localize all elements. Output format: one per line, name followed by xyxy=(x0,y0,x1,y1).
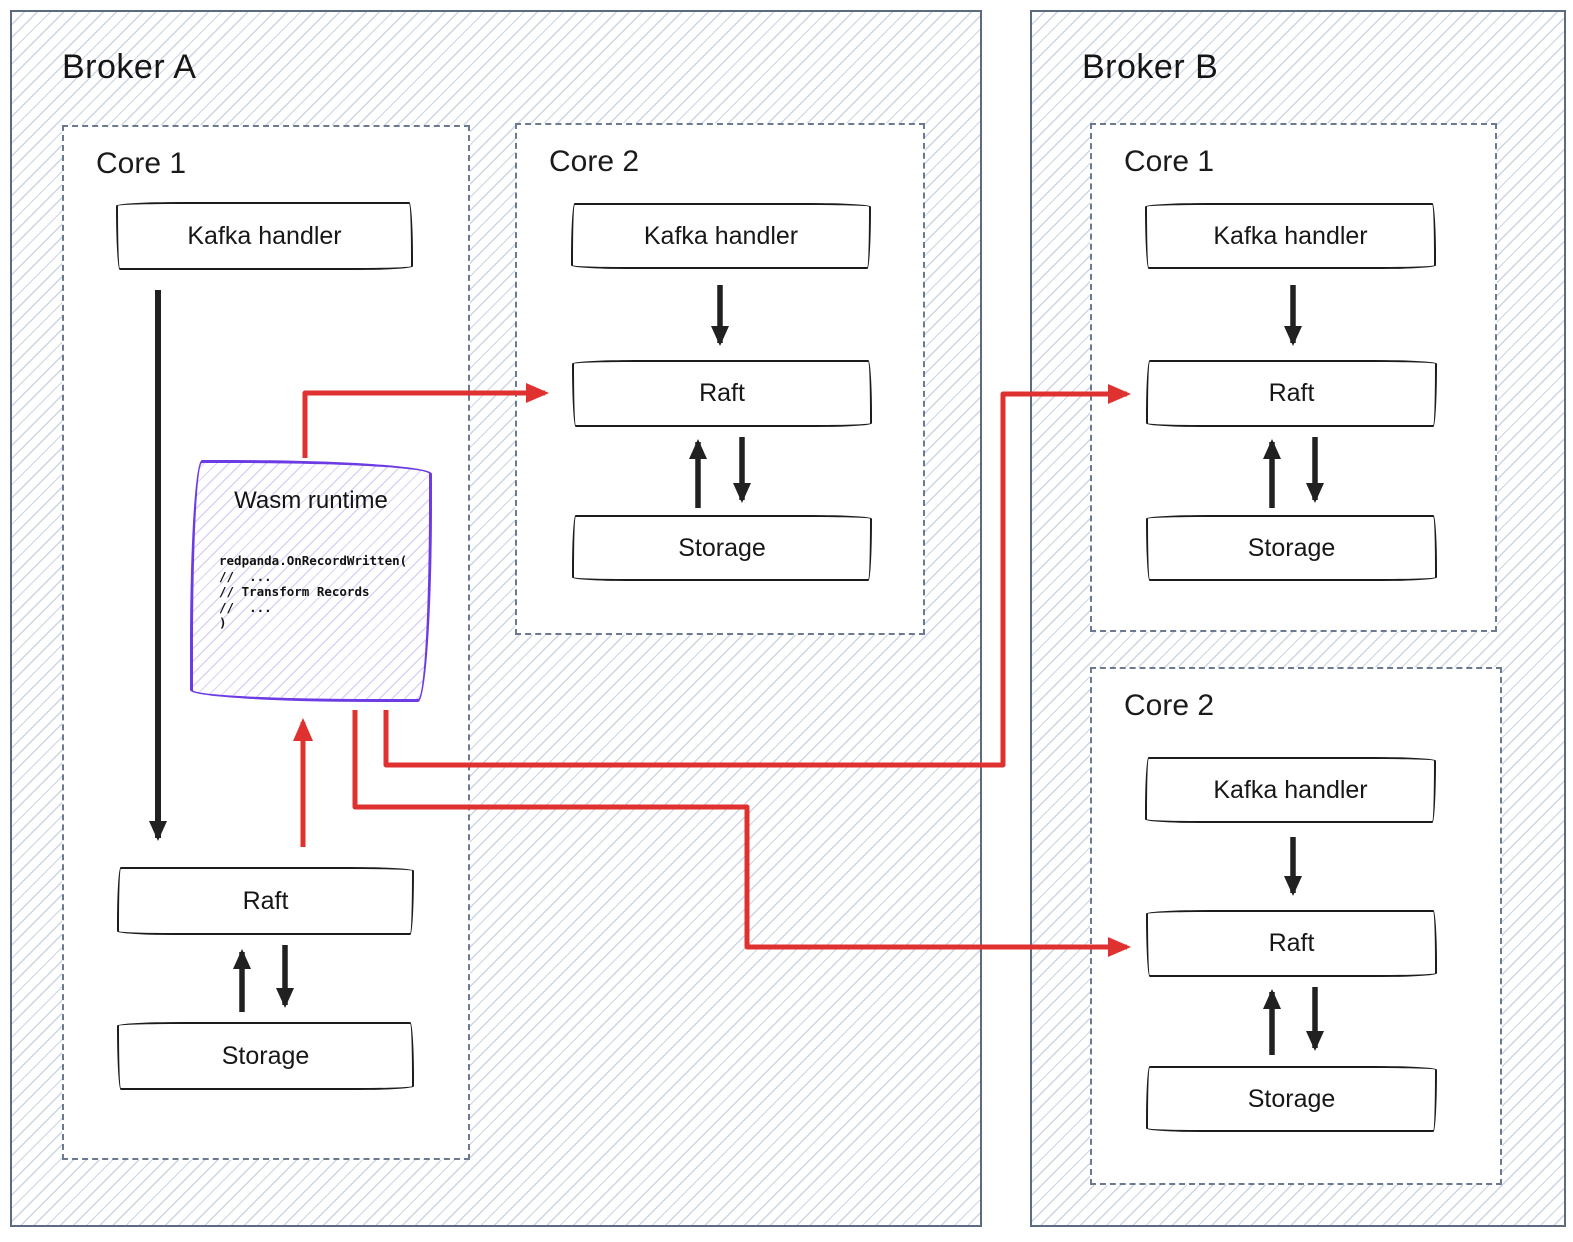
broker-b-core-2-title: Core 2 xyxy=(1124,689,1215,722)
broker-b-core-2-kafka-handler-box: Kafka handler xyxy=(1145,757,1436,823)
broker-a-core-1-raft-box: Raft xyxy=(117,867,414,935)
broker-b-core-2-raft-box: Raft xyxy=(1146,910,1437,977)
wasm-code-line: ) xyxy=(219,615,227,630)
broker-b-title: Broker B xyxy=(1082,48,1219,86)
wasm-code-block: redpanda.OnRecordWritten( // ... // Tran… xyxy=(219,553,407,631)
broker-a-core-2-storage-box: Storage xyxy=(572,515,872,581)
broker-a-core-1-storage-box: Storage xyxy=(117,1022,414,1090)
wasm-code-line: redpanda.OnRecordWritten( xyxy=(219,553,408,568)
broker-a-core-2-title: Core 2 xyxy=(549,145,640,178)
broker-b-core-1-title: Core 1 xyxy=(1124,145,1215,178)
broker-b-core-2-storage-box: Storage xyxy=(1146,1066,1437,1132)
broker-a-title: Broker A xyxy=(62,48,197,86)
broker-a-core-1-title: Core 1 xyxy=(96,147,187,180)
broker-a-core-1-kafka-handler-box: Kafka handler xyxy=(116,202,413,270)
wasm-code-line: // ... xyxy=(219,599,272,615)
broker-b-core-1-kafka-handler-box: Kafka handler xyxy=(1145,203,1436,269)
broker-a-core-2-raft-box: Raft xyxy=(572,360,872,427)
wasm-code-line: // Transform Records xyxy=(219,584,370,599)
wasm-runtime-title: Wasm runtime xyxy=(234,487,388,514)
wasm-code-line: // ... xyxy=(219,568,272,584)
broker-a-core-2-kafka-handler-box: Kafka handler xyxy=(571,203,871,269)
wasm-runtime-box: Wasm runtime redpanda.OnRecordWritten( /… xyxy=(190,460,432,702)
broker-b-core-1-raft-box: Raft xyxy=(1146,360,1437,427)
broker-b-core-1-storage-box: Storage xyxy=(1146,515,1437,581)
